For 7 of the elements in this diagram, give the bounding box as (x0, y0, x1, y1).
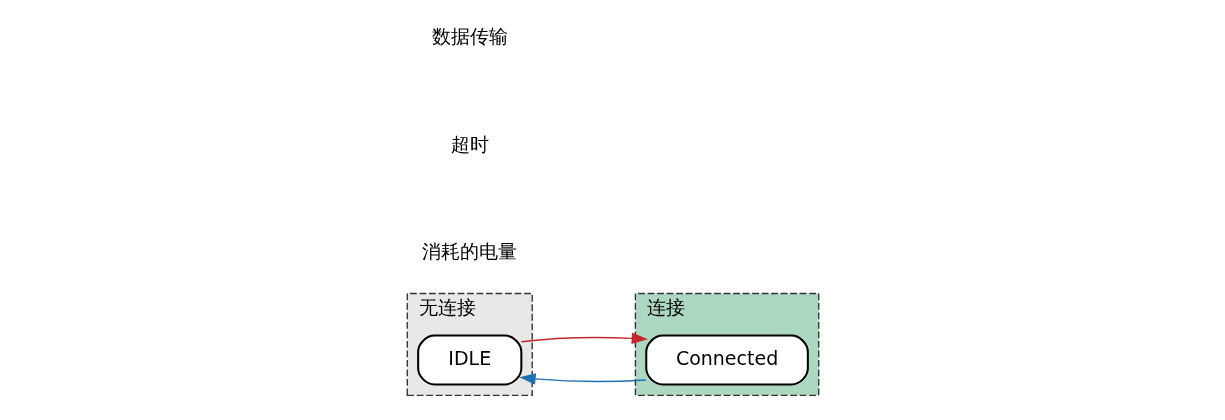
legend-label: 数据传输 (431, 25, 508, 48)
node-box: IDLE (416, 334, 522, 386)
label: 消耗的电量 (421, 239, 517, 262)
legend-label: 超时 (450, 132, 489, 155)
node-box: Connected (644, 334, 809, 386)
arrow (518, 373, 647, 385)
arrow (520, 332, 648, 344)
